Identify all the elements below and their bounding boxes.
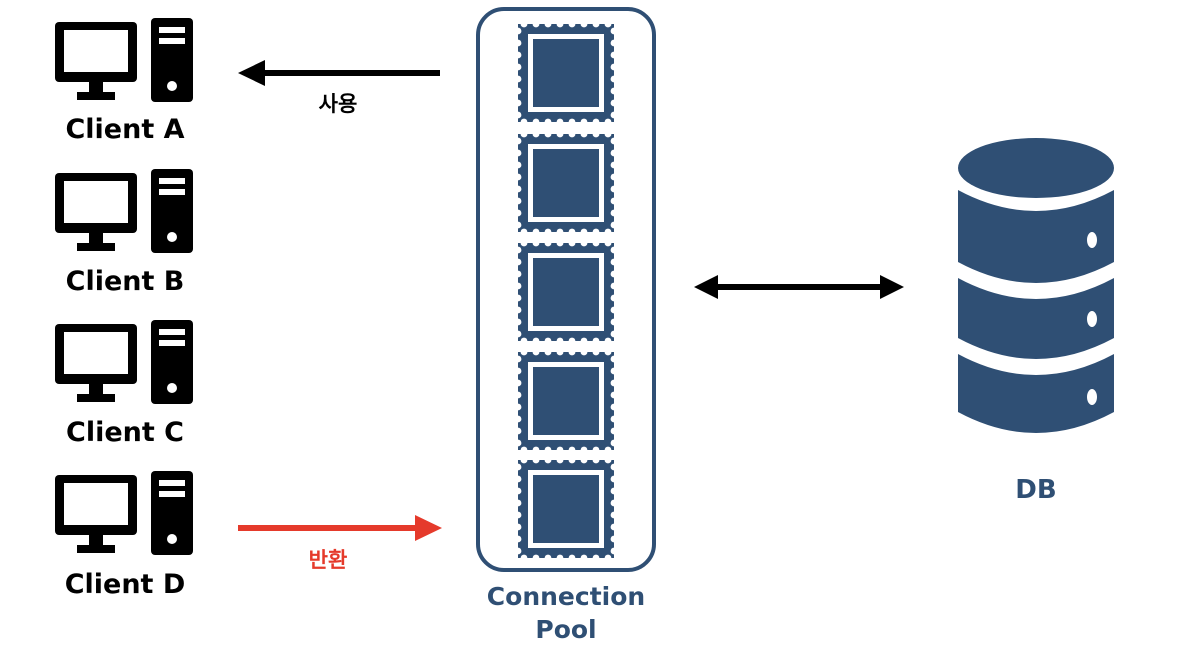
return-arrow xyxy=(238,515,442,541)
connection-pool-label: Connection Pool xyxy=(456,580,676,646)
client-d-label: Client D xyxy=(64,569,186,600)
pool-db-bidirectional-arrow xyxy=(694,275,904,299)
connection-pool-label-line1: Connection xyxy=(486,582,646,611)
client-c-label: Client C xyxy=(66,417,184,448)
use-arrow-label: 사용 xyxy=(318,92,358,116)
client-b-label: Client B xyxy=(65,266,185,297)
return-arrow-label: 반환 xyxy=(308,548,348,572)
database-icon xyxy=(958,138,1114,433)
client-a-label: Client A xyxy=(65,114,185,145)
db-label: DB xyxy=(1015,475,1057,505)
connection-pool-label-line2: Pool xyxy=(535,615,597,644)
use-arrow xyxy=(238,60,440,86)
